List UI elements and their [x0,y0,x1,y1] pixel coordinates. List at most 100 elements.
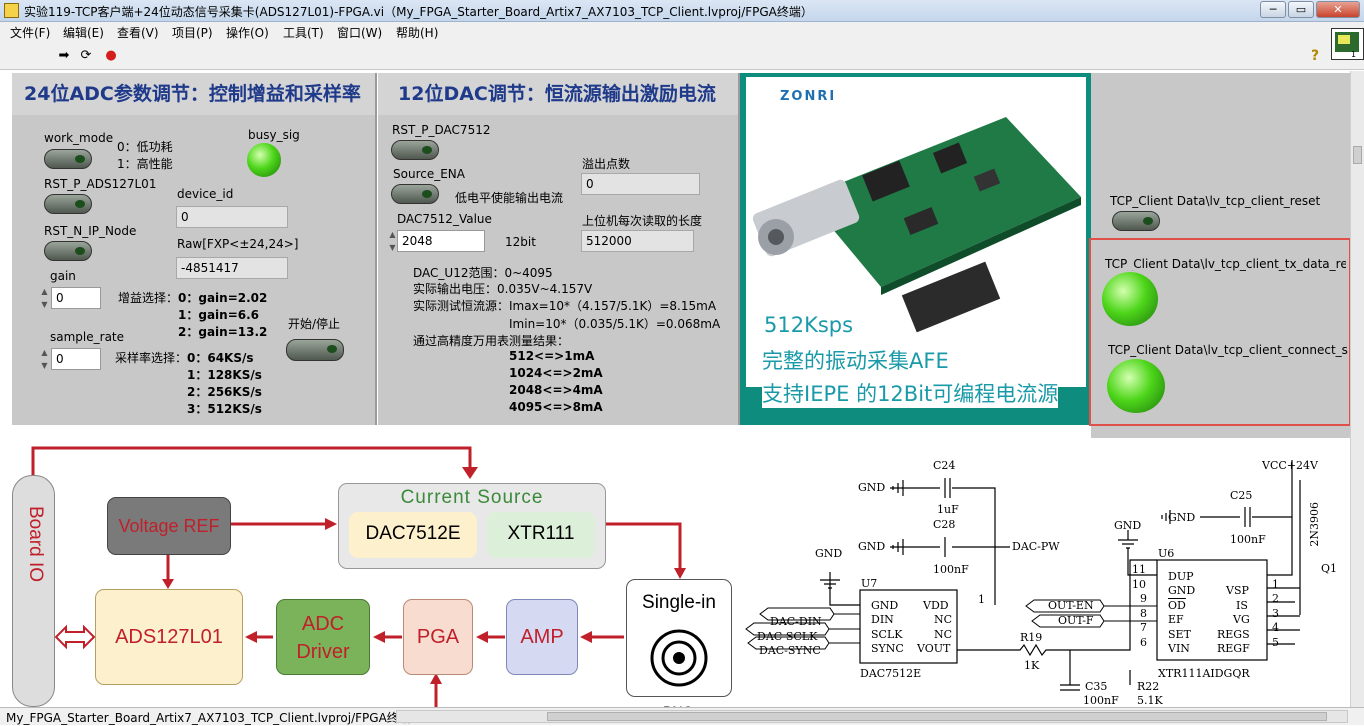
vcc-label: VCC+24V [1262,459,1318,472]
net-dac-sync: DAC-SYNC [759,644,821,657]
board-io-block: Board IO [12,475,55,707]
device-id-indicator: 0 [176,206,288,228]
sample-rate-spinner-icon[interactable]: ▲▼ [41,348,48,370]
menu-view[interactable]: 查看(V) [117,26,159,40]
rst-n-ip-toggle[interactable] [44,241,92,261]
promo-image: ZONRI 512Ksps 完整的振动采集AFE 支持IEPE 的12Bit可编… [740,73,1091,425]
xtr111-block: XTR111 [487,512,595,558]
rst-n-ip-label: RST_N_IP_Node [44,224,137,238]
c24-value: 1uF [937,503,959,516]
close-button[interactable]: ✕ [1316,1,1360,18]
u6-num-10: 10 [1132,578,1146,591]
run-arrow-icon[interactable]: ➡ [58,48,70,63]
status-project-path: My_FPGA_Starter_Board_Artix7_AX7103_TCP_… [6,711,411,725]
u6-pin-od: OD [1168,599,1186,612]
tcp-connect-label: TCP_Client Data\lv_tcp_client_connect_st… [1108,343,1348,357]
r22-value: 5.1K [1137,694,1163,707]
c28-label: C28 [933,518,956,531]
scroll-thumb[interactable] [1353,146,1362,164]
dac7512e-block: DAC7512E [349,512,477,558]
work-mode-opt-high: 1：高性能 [117,157,173,171]
net-out-en: OUT-EN [1048,599,1094,612]
u6-num-3: 3 [1272,607,1279,620]
work-mode-toggle[interactable] [44,149,92,169]
c25-value: 100nF [1230,533,1266,546]
q1-label: Q1 [1321,562,1338,575]
u6-pin-vin: VIN [1168,642,1190,655]
net-out-f: OUT-F [1058,614,1094,627]
promo-line-3: 支持IEPE 的12Bit可编程电流源 [762,378,1059,408]
rate-option-2: 2：256KS/s [187,385,262,399]
device-id-label: device_id [177,187,234,201]
dac-measure-1: 512<=>1mA [509,349,595,363]
gnd-label-2: GND [858,540,886,553]
rst-p-ads-label: RST_P_ADS127L01 [44,177,157,191]
current-source-block: Current Source DAC7512E XTR111 [338,483,606,569]
c35-label: C35 [1085,680,1108,693]
dac-meter-note: 通过高精度万用表测量结果： [413,334,570,348]
dac-bits-label: 12bit [505,235,536,249]
menu-help[interactable]: 帮助(H) [396,26,439,40]
h-scroll-thumb[interactable] [547,712,1327,721]
u6-pin-is: IS [1236,599,1248,612]
context-help-icon[interactable]: ? [1311,48,1320,64]
rst-p-dac-toggle[interactable] [391,140,439,160]
menu-tools[interactable]: 工具(T) [283,26,324,40]
busy-sig-label: busy_sig [248,128,300,142]
vi-connector-icon[interactable]: 1 [1331,28,1364,60]
u7-pin-vout: VOUT [917,642,951,655]
window-title: 实验119-TCP客户端+24位动态信号采集卡(ADS127L01)-FPGA.… [24,5,813,19]
menu-file[interactable]: 文件(F) [10,26,51,40]
u7-part: DAC7512E [860,667,922,680]
overflow-label: 溢出点数 [582,157,631,171]
r19-label: R19 [1020,631,1043,644]
source-ena-toggle[interactable] [391,184,439,204]
start-stop-button[interactable] [286,339,344,361]
rst-p-dac-label: RST_P_DAC7512 [392,123,491,137]
dac-measure-2: 1024<=>2mA [509,366,603,380]
sample-rate-input[interactable]: 0 [51,348,101,370]
ads127l01-block: ADS127L01 [95,589,243,685]
gain-option-2: 2：gain=13.2 [178,325,268,339]
vertical-scrollbar[interactable] [1350,71,1364,707]
tcp-reset-toggle[interactable] [1112,211,1160,231]
u6-num-9: 9 [1140,592,1147,605]
run-continuously-icon[interactable]: ⟳ [80,48,92,63]
menu-edit[interactable]: 编辑(E) [63,26,104,40]
gain-input[interactable]: 0 [51,287,101,309]
product-photo [746,77,1086,387]
u6-num-4: 4 [1272,621,1279,634]
u7-pin-din: DIN [871,613,894,626]
u7-pin-nc2: NC [934,628,953,641]
bnc-connector-icon [650,629,708,687]
c24-label: C24 [933,459,956,472]
dac-voltage-note: 实际输出电压：0.035V~4.157V [413,282,593,296]
abort-stop-icon[interactable]: ● [105,48,117,63]
rate-option-0: 0：64KS/s [187,351,254,365]
gain-spinner-icon[interactable]: ▲▼ [41,287,48,309]
u7-label: U7 [861,577,878,590]
promo-line-1: 512Ksps [764,313,854,337]
minimize-button[interactable]: ─ [1260,1,1286,18]
dac-value-label: DAC7512_Value [397,212,492,226]
rate-option-1: 1：128KS/s [187,368,262,382]
rst-p-ads-toggle[interactable] [44,194,92,214]
menu-operate[interactable]: 操作(O) [226,26,269,40]
menu-window[interactable]: 窗口(W) [337,26,383,40]
maximize-button[interactable]: ▭ [1288,1,1314,18]
gnd-label-4: GND [1114,519,1142,532]
menu-bar: 文件(F) 编辑(E) 查看(V) 项目(P) 操作(O) 工具(T) 窗口(W… [0,22,1364,42]
window-title-bar: 实验119-TCP客户端+24位动态信号采集卡(ADS127L01)-FPGA.… [0,0,1364,22]
dac-measure-3: 2048<=>4mA [509,383,603,397]
start-stop-label: 开始/停止 [288,317,341,331]
menu-project[interactable]: 项目(P) [172,26,213,40]
dac-value-spinner-icon[interactable]: ▲▼ [389,230,396,252]
tcp-tx-led [1100,270,1160,328]
dac-value-input[interactable]: 2048 [397,230,485,252]
source-ena-desc: 低电平使能输出电流 [455,191,564,205]
gain-option-1: 1：gain=6.6 [178,308,260,322]
rate-select-title: 采样率选择： [115,351,188,365]
horizontal-scrollbar[interactable] [396,710,1348,723]
gain-select-title: 增益选择： [118,291,179,305]
gain-option-0: 0：gain=2.02 [178,291,268,305]
